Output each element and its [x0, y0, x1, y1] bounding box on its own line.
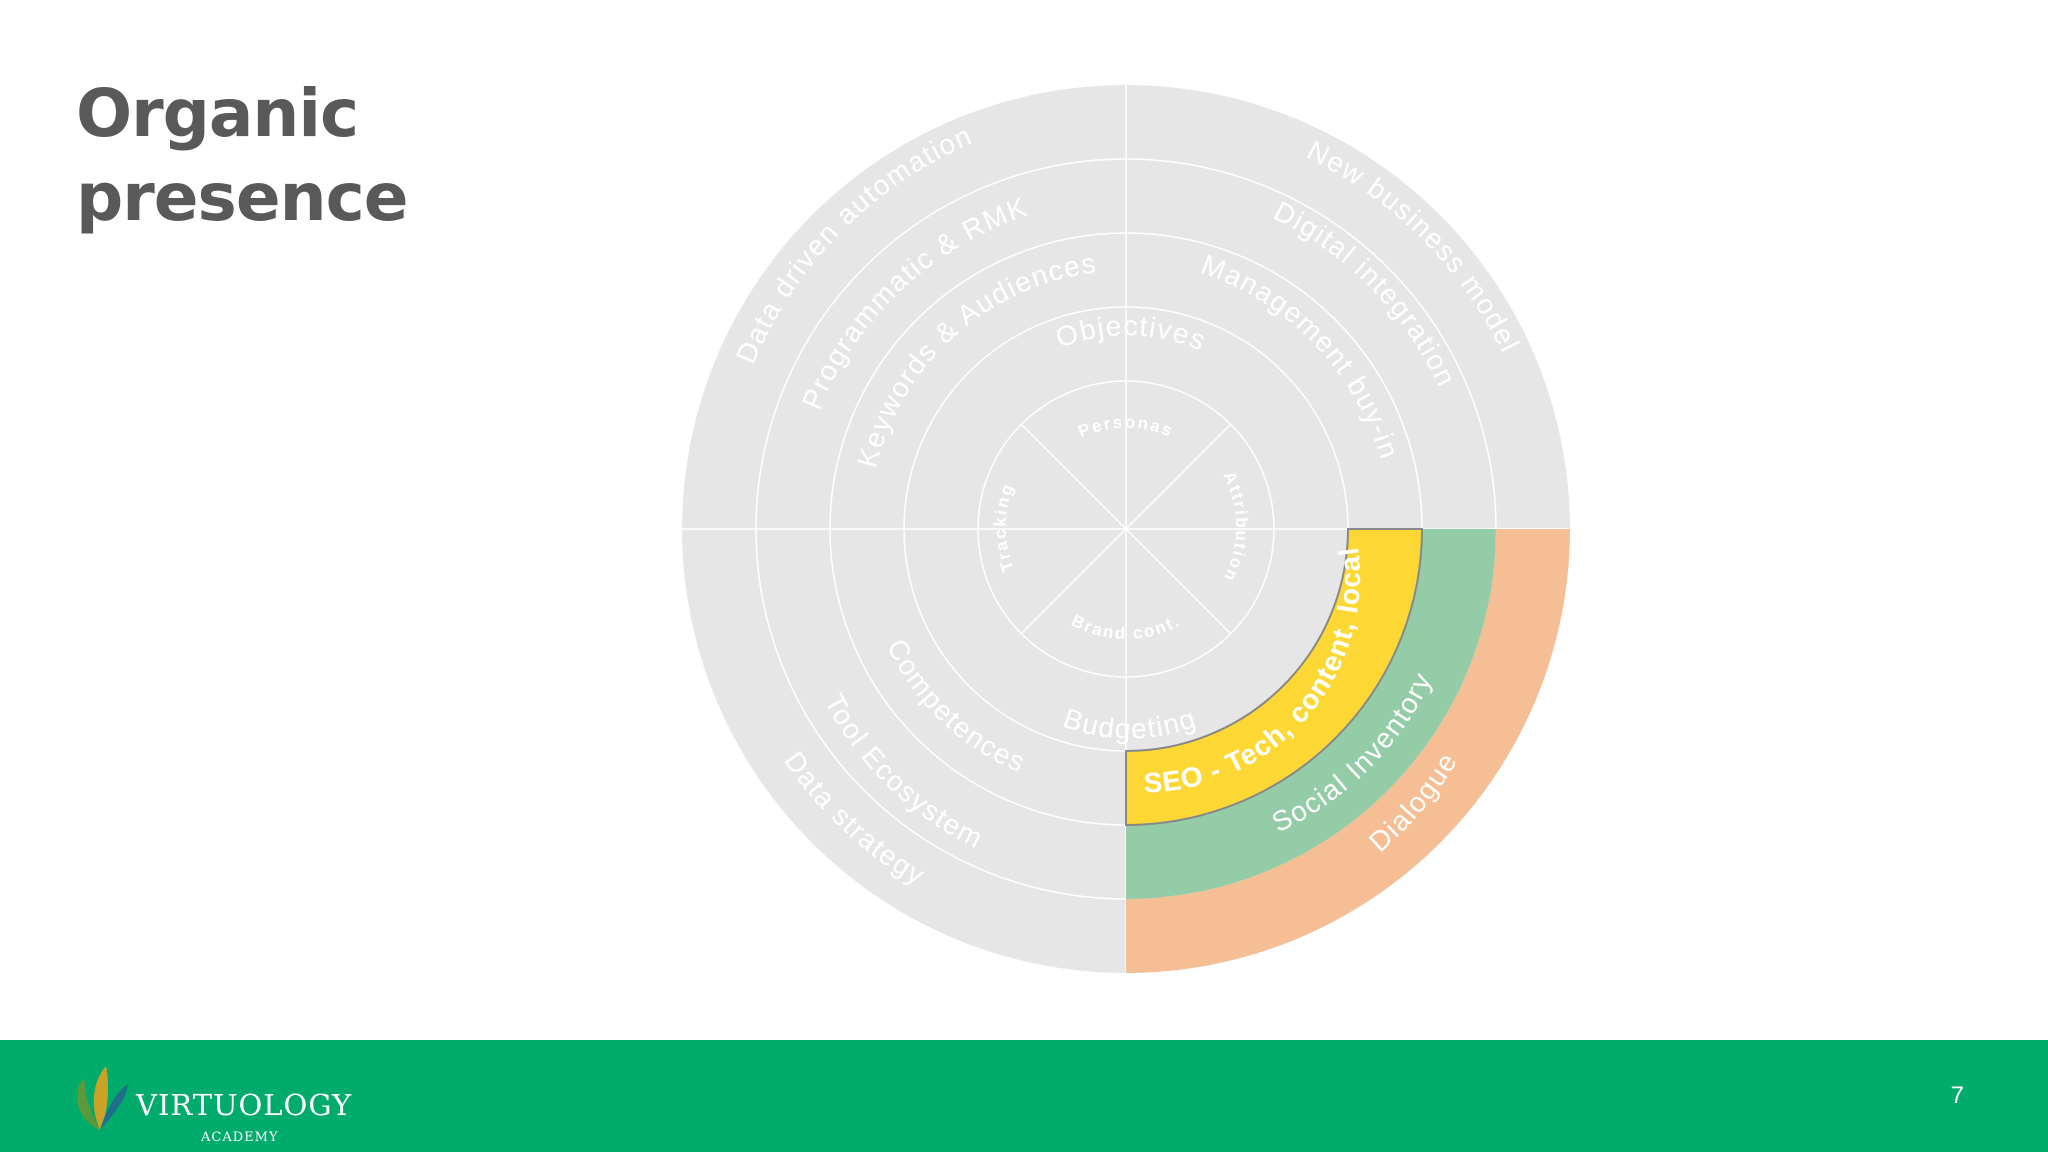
dialogue-segment: [1126, 529, 1570, 973]
brand-subtitle: ACADEMY: [201, 1130, 279, 1145]
leaf-logo-icon: [76, 1066, 128, 1130]
brand-name: VIRTUOLOGY: [136, 1088, 353, 1122]
virtuology-logo: VIRTUOLOGY ACADEMY: [70, 1060, 370, 1145]
title-line-2: presence: [76, 159, 408, 236]
social-inventory-segment: [1126, 529, 1496, 899]
marketing-wheel-diagram: Personas Attribution Brand cont. Trackin…: [682, 85, 1570, 973]
footer-bar: VIRTUOLOGY ACADEMY 7: [0, 1040, 2048, 1152]
title-line-1: Organic: [76, 75, 359, 152]
seo-segment: [1125, 528, 1424, 827]
page-title: Organic presence: [76, 72, 408, 240]
page-number: 7: [1950, 1082, 1964, 1109]
